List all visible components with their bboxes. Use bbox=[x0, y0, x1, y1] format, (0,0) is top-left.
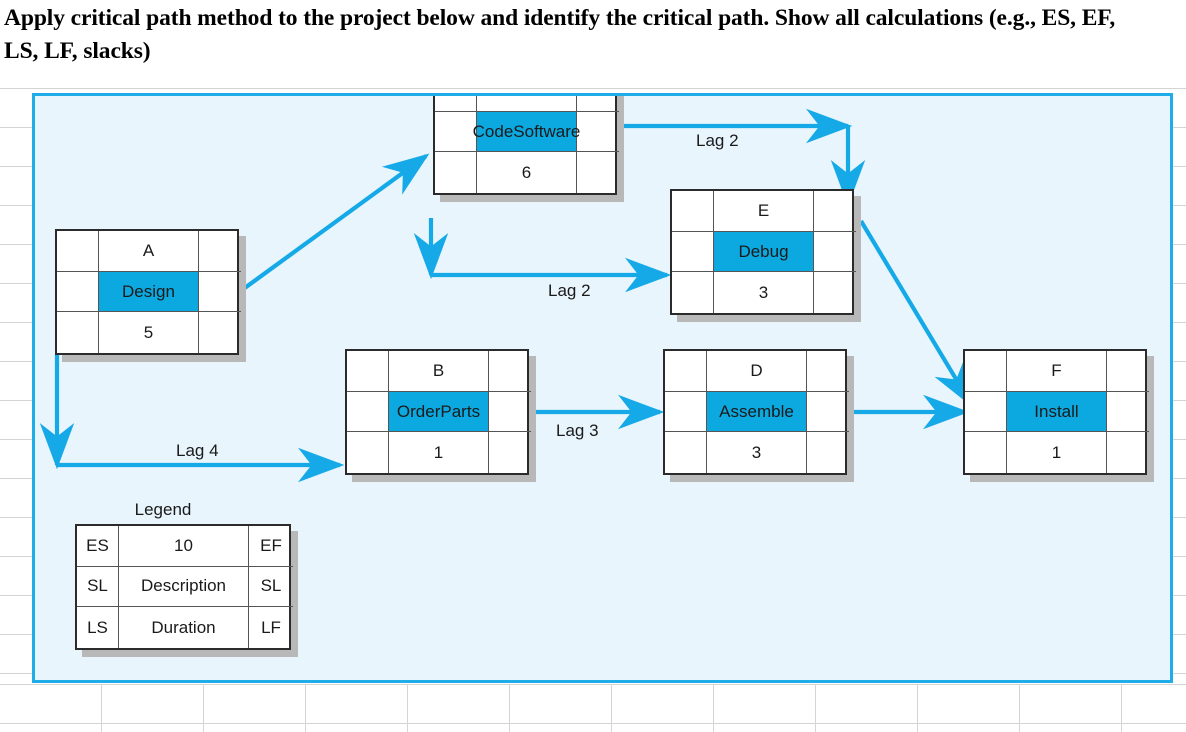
node-e[interactable]: E Debug 3 bbox=[670, 189, 861, 322]
legend-grid: ES 10 EF SL Description SL LS Duration L… bbox=[75, 524, 293, 650]
lag-label-c-e-top: Lag 2 bbox=[696, 131, 739, 150]
node-d-es bbox=[665, 351, 707, 392]
node-f-lf bbox=[1107, 432, 1149, 473]
legend-title: Legend bbox=[134, 500, 192, 519]
node-a[interactable]: A Design 5 bbox=[55, 229, 246, 362]
node-c-ls bbox=[435, 152, 477, 193]
node-b-lf bbox=[489, 432, 531, 473]
node-f-es bbox=[965, 351, 1007, 392]
node-c-sl-right bbox=[577, 112, 619, 153]
node-e-sl-right bbox=[814, 232, 856, 273]
node-c-lf bbox=[577, 152, 619, 193]
node-c-sl-left bbox=[435, 111, 477, 153]
node-e-label: E bbox=[714, 191, 814, 232]
node-c-ef bbox=[577, 96, 619, 112]
node-d-lf bbox=[807, 432, 849, 473]
node-b-ef bbox=[489, 351, 531, 392]
node-grid: C Code Software 6 bbox=[433, 96, 619, 195]
legend-cell-duration: Duration bbox=[119, 607, 249, 648]
page-title: Apply critical path method to the projec… bbox=[4, 5, 1116, 64]
node-b-description: Order Parts bbox=[389, 391, 489, 433]
legend-cell-sl-right: SL bbox=[249, 567, 293, 608]
node-e-lf bbox=[814, 272, 856, 313]
legend-cell-description: Description bbox=[119, 566, 249, 608]
node-e-description: Debug bbox=[714, 231, 814, 273]
legend-cell-sl-left: SL bbox=[77, 566, 119, 608]
node-grid: D Assemble 3 bbox=[663, 349, 849, 475]
node-d-duration: 3 bbox=[707, 432, 807, 473]
lag-label-c-e-bottom: Lag 2 bbox=[548, 281, 591, 300]
legend-cell-es: ES bbox=[77, 526, 119, 567]
node-c-desc-line-1: Code bbox=[472, 121, 514, 141]
network-diagram-panel: C Code Software 6 A Design bbox=[32, 93, 1173, 683]
node-f-ef bbox=[1107, 351, 1149, 392]
node-d-sl-left bbox=[665, 391, 707, 433]
node-grid: A Design 5 bbox=[55, 229, 241, 355]
legend-box: ES 10 EF SL Description SL LS Duration L… bbox=[75, 524, 298, 657]
edge-e-f bbox=[859, 219, 974, 408]
node-b-desc-line-1: Order bbox=[396, 401, 441, 421]
node-f-sl-left bbox=[965, 391, 1007, 433]
node-d-ls bbox=[665, 432, 707, 473]
lag-label-a-b: Lag 4 bbox=[176, 441, 219, 460]
edge-a-c bbox=[229, 153, 430, 300]
legend-cell-lf: LF bbox=[261, 617, 281, 637]
node-c-duration: 6 bbox=[477, 152, 577, 193]
node-f-ls bbox=[965, 432, 1007, 473]
node-c-description: Code Software bbox=[473, 111, 581, 153]
node-d[interactable]: D Assemble 3 bbox=[663, 349, 854, 482]
legend-cell-ls: LS bbox=[77, 607, 119, 648]
node-e-es bbox=[672, 191, 714, 232]
node-b[interactable]: B Order Parts 1 bbox=[345, 349, 536, 482]
node-e-ls bbox=[672, 272, 714, 313]
node-a-ls bbox=[57, 312, 99, 353]
node-f[interactable]: F Install 1 bbox=[963, 349, 1154, 482]
node-d-description: Assemble bbox=[707, 391, 807, 433]
node-a-sl-left bbox=[57, 271, 99, 313]
node-a-es bbox=[57, 231, 99, 272]
node-grid: B Order Parts 1 bbox=[345, 349, 531, 475]
node-b-ls bbox=[347, 432, 389, 473]
node-b-label: B bbox=[389, 351, 489, 392]
node-a-description: Design bbox=[99, 271, 199, 313]
node-b-duration: 1 bbox=[389, 432, 489, 473]
node-f-description: Install bbox=[1007, 391, 1107, 433]
node-e-duration: 3 bbox=[714, 272, 814, 313]
node-grid: E Debug 3 bbox=[670, 189, 856, 315]
node-a-sl-right bbox=[199, 272, 241, 313]
legend-cell-value: 10 bbox=[119, 526, 249, 567]
node-b-es bbox=[347, 351, 389, 392]
legend-cell-ef: EF bbox=[249, 526, 293, 567]
node-f-label: F bbox=[1007, 351, 1107, 392]
node-e-ef bbox=[814, 191, 856, 232]
node-b-desc-line-2: Parts bbox=[440, 401, 481, 421]
node-d-label: D bbox=[707, 351, 807, 392]
node-a-duration: 5 bbox=[99, 312, 199, 353]
node-f-sl-right bbox=[1107, 392, 1149, 433]
node-e-sl-left bbox=[672, 231, 714, 273]
node-c-es bbox=[435, 96, 477, 112]
lag-label-b-d: Lag 3 bbox=[556, 421, 599, 440]
node-f-duration: 1 bbox=[1007, 432, 1107, 473]
node-c[interactable]: C Code Software 6 bbox=[433, 96, 624, 202]
node-c-label: C bbox=[477, 96, 577, 112]
node-a-ef bbox=[199, 231, 241, 272]
node-d-ef bbox=[807, 351, 849, 392]
node-grid: F Install 1 bbox=[963, 349, 1149, 475]
node-b-sl-left bbox=[347, 391, 389, 433]
node-d-sl-right bbox=[807, 392, 849, 433]
node-b-sl-right bbox=[489, 392, 531, 433]
node-c-desc-line-2: Software bbox=[513, 121, 581, 141]
node-a-label: A bbox=[99, 231, 199, 272]
node-a-lf bbox=[199, 312, 241, 353]
